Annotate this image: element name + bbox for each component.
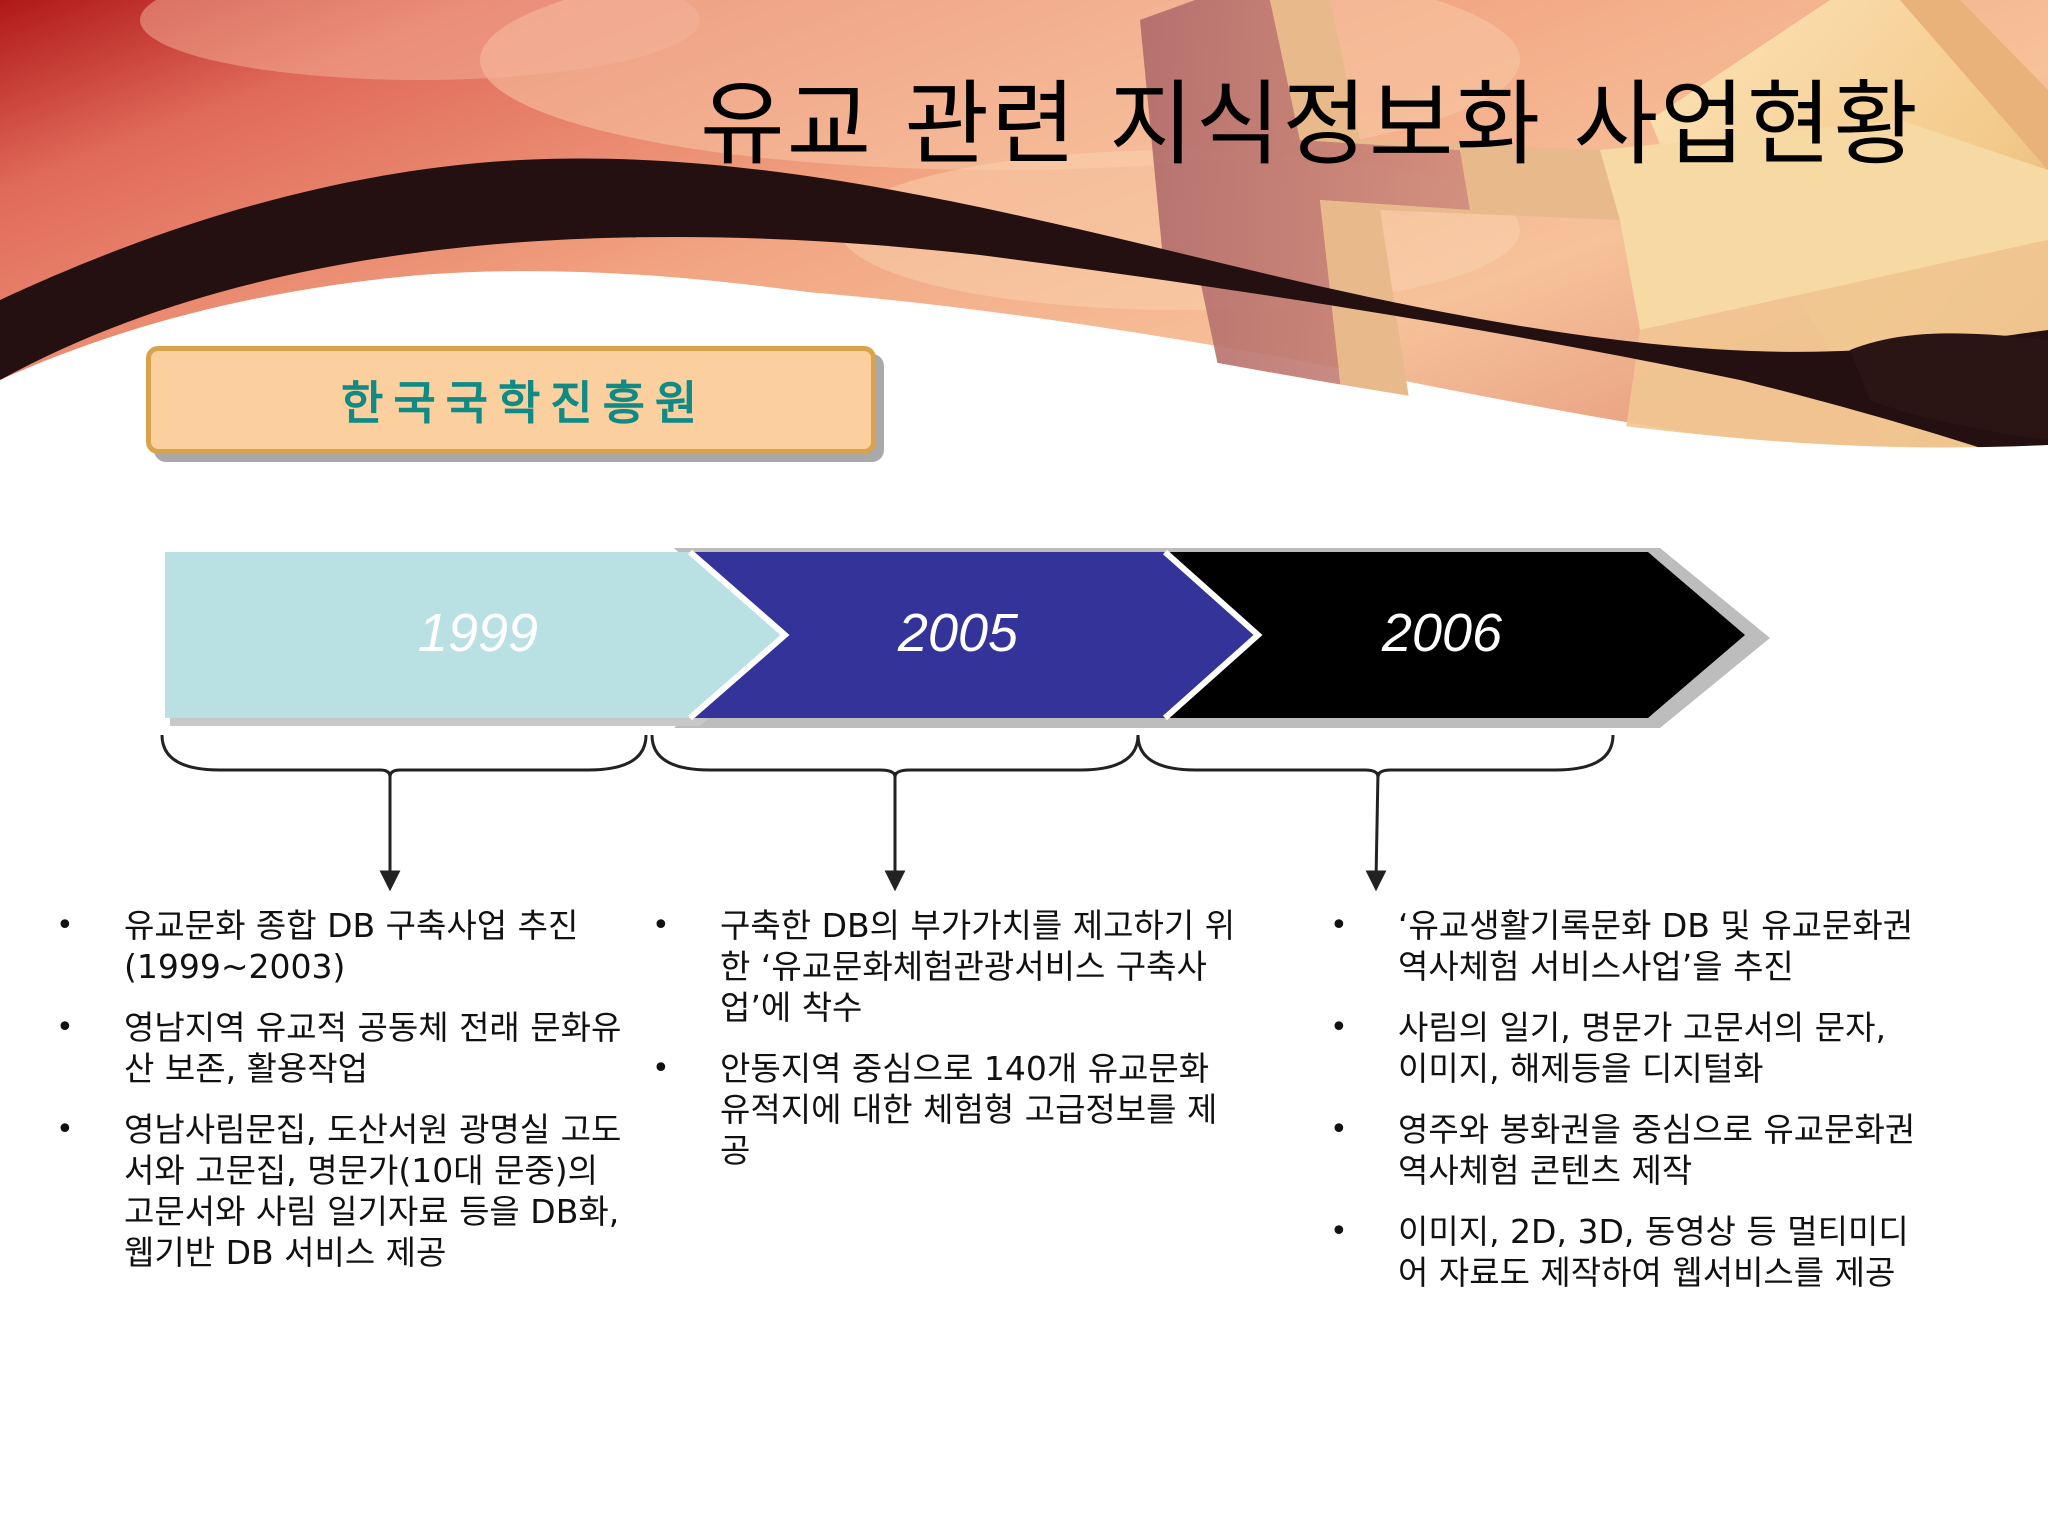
bullet-list: • 유교문화 종합 DB 구축사업 추진(1999~2003) • 영남지역 유교적… [56, 905, 634, 1273]
stage-2005-arrow [690, 552, 1258, 718]
bullet-icon: • [652, 1051, 670, 1086]
list-item: • ‘유교생활기록문화 DB 및 유교문화권 역사체험 서비스사업’을 추진 [1330, 905, 1920, 987]
column-2006: • ‘유교생활기록문화 DB 및 유교문화권 역사체험 서비스사업’을 추진 • 사… [1330, 905, 1920, 1313]
organization-box: 한국국학진흥원 [146, 346, 876, 454]
list-item-text: 영주와 봉화권을 중심으로 유교문화권 역사체험 콘텐츠 제작 [1398, 1110, 1916, 1190]
list-item: • 영주와 봉화권을 중심으로 유교문화권 역사체험 콘텐츠 제작 [1330, 1109, 1920, 1191]
list-item-text: 구축한 DB의 부가가치를 제고하기 위한 ‘유교문화체험관광서비스 구축사업’… [720, 906, 1236, 1027]
list-item: • 이미지, 2D, 3D, 동영상 등 멀티미디어 자료도 제작하여 웹서비스를… [1330, 1211, 1920, 1293]
slide-title: 유교 관련 지식정보화 사업현황 [699, 71, 1921, 178]
stage-2006-arrow [1165, 552, 1745, 718]
stage-1999-arrow [165, 552, 785, 718]
bullet-icon: • [1330, 1010, 1348, 1045]
timeline-arrows [165, 548, 1770, 728]
bullet-icon: • [1330, 1112, 1348, 1147]
list-item: • 유교문화 종합 DB 구축사업 추진(1999~2003) [56, 905, 634, 987]
bullet-icon: • [652, 908, 670, 943]
year-1999-label: 1999 [417, 603, 539, 663]
list-item-text: 이미지, 2D, 3D, 동영상 등 멀티미디어 자료도 제작하여 웹서비스를 … [1398, 1212, 1909, 1292]
list-item-text: 영남지역 유교적 공동체 전래 문화유산 보존, 활용작업 [124, 1008, 622, 1088]
list-item-text: 사림의 일기, 명문가 고문서의 문자, 이미지, 해제등을 디지털화 [1398, 1008, 1886, 1088]
list-item-text: ‘유교생활기록문화 DB 및 유교문화권 역사체험 서비스사업’을 추진 [1398, 906, 1914, 986]
list-item: • 영남지역 유교적 공동체 전래 문화유산 보존, 활용작업 [56, 1007, 634, 1089]
list-item: • 사림의 일기, 명문가 고문서의 문자, 이미지, 해제등을 디지털화 [1330, 1007, 1920, 1089]
bullet-icon: • [56, 1112, 74, 1147]
list-item: • 안동지역 중심으로 140개 유교문화 유적지에 대한 체험형 고급정보를 제… [652, 1048, 1242, 1171]
year-2006-label: 2006 [1381, 603, 1503, 663]
list-item: • 구축한 DB의 부가가치를 제고하기 위한 ‘유교문화체험관광서비스 구축사업… [652, 905, 1242, 1028]
list-item-text: 안동지역 중심으로 140개 유교문화 유적지에 대한 체험형 고급정보를 제공 [720, 1049, 1218, 1170]
column-2005: • 구축한 DB의 부가가치를 제고하기 위한 ‘유교문화체험관광서비스 구축사업… [652, 905, 1242, 1191]
bullet-icon: • [56, 908, 74, 943]
bullet-icon: • [56, 1010, 74, 1045]
bullet-list: • ‘유교생활기록문화 DB 및 유교문화권 역사체험 서비스사업’을 추진 • 사… [1330, 905, 1920, 1293]
timeline-pointers [379, 771, 1387, 892]
column-1999: • 유교문화 종합 DB 구축사업 추진(1999~2003) • 영남지역 유교적… [56, 905, 634, 1293]
bullet-icon: • [1330, 1214, 1348, 1249]
list-item-text: 유교문화 종합 DB 구축사업 추진(1999~2003) [124, 906, 579, 986]
bullet-icon: • [1330, 908, 1348, 943]
bullet-list: • 구축한 DB의 부가가치를 제고하기 위한 ‘유교문화체험관광서비스 구축사업… [652, 905, 1242, 1171]
year-2005-label: 2005 [897, 603, 1019, 663]
list-item-text: 영남사림문집, 도산서원 광명실 고도서와 고문집, 명문가(10대 문중)의 … [124, 1110, 622, 1272]
organization-label: 한국국학진흥원 [341, 376, 708, 430]
list-item: • 영남사림문집, 도산서원 광명실 고도서와 고문집, 명문가(10대 문중)의… [56, 1109, 634, 1273]
